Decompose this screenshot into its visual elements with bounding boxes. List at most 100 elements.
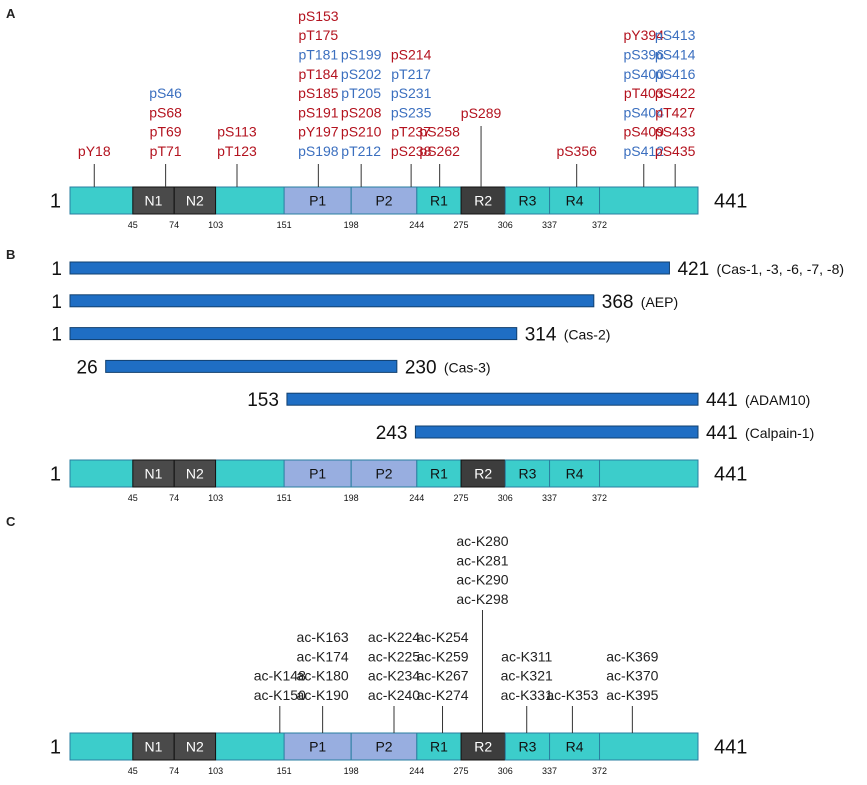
a-domain-n1 xyxy=(132,186,175,215)
phospho-site-pt184: pT184 xyxy=(298,66,338,82)
acetyl-site-ac-k370: ac-K370 xyxy=(606,668,658,684)
c-domain-p1 xyxy=(283,732,352,761)
phospho-site-ps208: pS208 xyxy=(341,104,382,120)
acetyl-site-ac-k331: ac-K331 xyxy=(501,687,553,703)
c-domain-r2 xyxy=(460,732,506,761)
a-tick-244: 244 xyxy=(409,220,424,230)
acetyl-site-ac-k369: ac-K369 xyxy=(606,648,658,664)
phospho-site-ps258: pS258 xyxy=(419,124,460,140)
b-domain-r1 xyxy=(416,459,462,488)
a-domain-label-n2: N2 xyxy=(186,193,204,209)
phospho-site-ps396: pS396 xyxy=(624,47,665,63)
c-domain-r4 xyxy=(549,732,601,761)
a-domain-label-r2: R2 xyxy=(474,193,492,209)
a-domain-r4 xyxy=(549,186,601,215)
c-start-label: 1 xyxy=(50,737,61,759)
fragment-end-label-3: 230 xyxy=(405,357,437,378)
fragment-bar-26-230 xyxy=(105,359,398,373)
b-domain-label-n2: N2 xyxy=(186,466,204,482)
phospho-site-ps210: pS210 xyxy=(341,124,382,140)
b-domain-r2 xyxy=(460,459,506,488)
b-domain-label-r1: R1 xyxy=(430,466,448,482)
phospho-site-pt71: pT71 xyxy=(150,143,182,159)
acetyl-site-ac-k225: ac-K225 xyxy=(368,648,420,664)
phospho-site-ps191: pS191 xyxy=(298,104,339,120)
fragment-enzyme-label-2: (Cas-2) xyxy=(564,327,611,343)
c-domain-label-p1: P1 xyxy=(309,739,326,755)
b-tick-74: 74 xyxy=(169,493,179,503)
phospho-site-ps433: pS433 xyxy=(655,124,696,140)
fragment-enzyme-label-0: (Cas-1, -3, -6, -7, -8) xyxy=(716,261,844,277)
fragment-enzyme-label-4: (ADAM10) xyxy=(745,392,810,408)
b-tick-151: 151 xyxy=(277,493,292,503)
c-domain-label-r4: R4 xyxy=(566,739,584,755)
b-domain-p2 xyxy=(350,459,418,488)
phospho-site-pt175: pT175 xyxy=(298,27,338,43)
b-domain-label-r2: R2 xyxy=(474,466,492,482)
a-domain-r1 xyxy=(416,186,462,215)
a-domain-label-r3: R3 xyxy=(518,193,536,209)
acetyl-site-ac-k234: ac-K234 xyxy=(368,668,420,684)
b-domain-label-p1: P1 xyxy=(309,466,326,482)
phospho-site-ps409: pS409 xyxy=(624,124,665,140)
phospho-site-pt123: pT123 xyxy=(217,143,257,159)
fragment-start-label-4: 153 xyxy=(247,390,279,411)
c-tick-45: 45 xyxy=(128,766,138,776)
a-domain-label-r1: R1 xyxy=(430,193,448,209)
c-domain-label-r2: R2 xyxy=(474,739,492,755)
a-tick-45: 45 xyxy=(128,220,138,230)
b-tick-372: 372 xyxy=(592,493,607,503)
b-end-label: 441 xyxy=(714,464,747,486)
phospho-site-py394: pY394 xyxy=(624,27,665,43)
a-tick-151: 151 xyxy=(277,220,292,230)
b-domain-label-n1: N1 xyxy=(145,466,163,482)
phospho-site-ps413: pS413 xyxy=(655,27,696,43)
c-tick-74: 74 xyxy=(169,766,179,776)
phospho-site-pt205: pT205 xyxy=(341,85,381,101)
a-end-label: 441 xyxy=(714,191,747,213)
a-domain-label-n1: N1 xyxy=(145,193,163,209)
a-tick-74: 74 xyxy=(169,220,179,230)
a-domain-r2 xyxy=(460,186,506,215)
phospho-site-ps435: pS435 xyxy=(655,143,696,159)
phospho-site-ps289: pS289 xyxy=(461,105,502,121)
phospho-site-ps404: pS404 xyxy=(624,104,665,120)
phospho-site-ps199: pS199 xyxy=(341,47,382,63)
phospho-site-ps356: pS356 xyxy=(556,143,597,159)
c-domain-p2 xyxy=(350,732,418,761)
panel-b-letter: B xyxy=(6,247,15,262)
acetyl-site-ac-k240: ac-K240 xyxy=(368,687,420,703)
phospho-site-ps231: pS231 xyxy=(391,85,432,101)
a-tick-198: 198 xyxy=(344,220,359,230)
phospho-site-ps235: pS235 xyxy=(391,104,432,120)
a-tick-337: 337 xyxy=(542,220,557,230)
fragment-enzyme-label-1: (AEP) xyxy=(641,294,678,310)
a-domain-r3 xyxy=(504,186,551,215)
acetyl-site-ac-k281: ac-K281 xyxy=(456,552,508,568)
a-start-label: 1 xyxy=(50,191,61,213)
a-tick-275: 275 xyxy=(454,220,469,230)
panel-a-letter: A xyxy=(6,6,16,21)
fragment-end-label-5: 441 xyxy=(706,423,738,444)
c-domain-label-r1: R1 xyxy=(430,739,448,755)
acetyl-site-ac-k353: ac-K353 xyxy=(546,687,598,703)
b-tick-45: 45 xyxy=(128,493,138,503)
acetyl-site-ac-k150: ac-K150 xyxy=(254,687,306,703)
b-domain-label-r3: R3 xyxy=(518,466,536,482)
c-domain-label-n1: N1 xyxy=(145,739,163,755)
phospho-site-ps68: pS68 xyxy=(149,104,182,120)
c-domain-label-r3: R3 xyxy=(518,739,536,755)
c-tick-151: 151 xyxy=(277,766,292,776)
b-tick-306: 306 xyxy=(498,493,513,503)
phospho-site-ps422: pS422 xyxy=(655,85,696,101)
c-tick-306: 306 xyxy=(498,766,513,776)
acetyl-site-ac-k267: ac-K267 xyxy=(416,668,468,684)
phospho-site-ps185: pS185 xyxy=(298,85,339,101)
c-domain-n2 xyxy=(173,732,217,761)
phospho-site-py197: pY197 xyxy=(298,124,339,140)
acetyl-site-ac-k280: ac-K280 xyxy=(456,533,508,549)
acetyl-site-ac-k148: ac-K148 xyxy=(254,668,306,684)
fragment-end-label-0: 421 xyxy=(677,259,709,280)
